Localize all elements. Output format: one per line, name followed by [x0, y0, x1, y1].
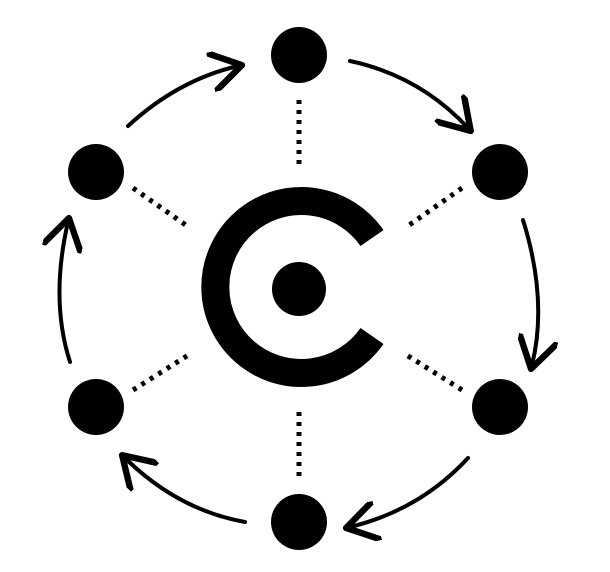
cycle-arrow	[350, 456, 470, 527]
spokes	[131, 100, 464, 478]
outer-nodes	[68, 27, 528, 550]
node-top	[271, 27, 327, 83]
node-lower-left	[68, 379, 124, 435]
hub-logo-icon	[201, 187, 384, 387]
node-upper-left	[68, 144, 124, 200]
cycle-arrow	[126, 66, 238, 128]
node-lower-right	[472, 379, 528, 435]
node-upper-right	[472, 144, 528, 200]
dotted-spoke	[131, 351, 192, 393]
cycle-arrow	[348, 59, 468, 128]
dotted-spoke	[403, 351, 464, 393]
dotted-spoke	[403, 185, 464, 231]
cycle-arrows	[59, 61, 538, 527]
cycle-arrow	[523, 218, 538, 365]
cycle-arrow	[59, 222, 70, 364]
hub-center-dot	[272, 262, 326, 316]
cycle-arrow	[125, 458, 247, 524]
dotted-spoke	[131, 185, 192, 231]
hub-c-arc	[201, 187, 384, 387]
node-bottom	[271, 494, 327, 550]
